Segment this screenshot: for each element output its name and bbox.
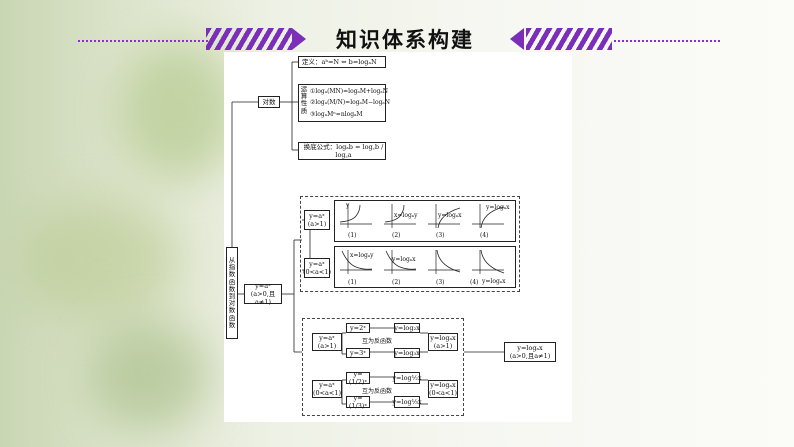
inverse-label-bottom: 互为反函数 xyxy=(362,388,393,395)
graph-lt1-4 xyxy=(472,249,505,274)
graph-bottom-label-1: (1) xyxy=(348,279,357,286)
graph-bottom-text-1: x=logₐy xyxy=(350,252,374,259)
exp-lt1-box: y=aˣ (0<a<1) xyxy=(302,258,332,278)
right-dotted-line xyxy=(614,40,720,42)
graph-top-label-4: (4) xyxy=(480,232,489,239)
exp-lt1-label: y=aˣ xyxy=(309,259,325,268)
logarithm-box: 对数 xyxy=(258,96,280,108)
exp-gt1-label: y=aˣ xyxy=(309,211,325,220)
graph-gt1-1 xyxy=(339,204,372,228)
section-header: 知识体系构建 xyxy=(0,20,794,60)
graph-gt1-4 xyxy=(472,204,505,229)
log-half-box: y=log½x xyxy=(392,372,422,384)
log3-box: y=log₃x xyxy=(394,348,420,358)
background-leaf-bottom xyxy=(90,320,210,430)
change-of-base-box: 换底公式：logₐb = log꜀b / log꜀a xyxy=(298,142,386,160)
property-3: ③logₐMⁿ=nlogₐM xyxy=(310,111,363,118)
inverse-gt1-exp: y=aˣ xyxy=(319,333,335,342)
exp-gt1-graphs-box xyxy=(334,200,516,242)
graphs-dashed-group xyxy=(300,196,520,292)
exp-3x-box: y=3ˣ xyxy=(346,348,370,358)
graph-gt1-3 xyxy=(428,204,461,229)
log-gt1-label: y=logₐx xyxy=(430,333,456,342)
graph-lt1-2 xyxy=(384,250,417,274)
graph-bottom-text-3: y=logₐx xyxy=(482,278,506,285)
inverse-lt1-cond: (0<a<1) xyxy=(312,389,342,397)
properties-label: 运算性质 xyxy=(300,85,308,115)
root-label: 从指数函数到对数函数 xyxy=(228,255,236,329)
graph-top-label-1: (1) xyxy=(348,232,357,239)
graph-top-text-4: y=logₐx xyxy=(486,204,510,211)
log-third-box: y=log⅓x xyxy=(392,396,422,408)
graph-top-text-1: y xyxy=(346,202,350,209)
graph-bottom-text-2: y=logₐx xyxy=(392,256,416,263)
graph-bottom-label-3: (3) xyxy=(436,279,445,286)
graph-bottom-label-4: (4) xyxy=(470,279,479,286)
exponential-function: y=aˣ xyxy=(255,281,271,290)
background-leaf-top xyxy=(120,40,240,180)
graph-top-label-3: (3) xyxy=(436,232,445,239)
exp-lt1-graphs-box xyxy=(334,246,516,288)
graph-top-text-2: x=logₐy xyxy=(394,212,418,219)
exp-half-box: y=(1/2)ˣ xyxy=(346,370,370,386)
knowledge-diagram: 从指数函数到对数函数 对数 定义：aᵇ=N ⇔ b=logₐN 运算性质 ①lo… xyxy=(224,52,572,422)
graph-gt1-2 xyxy=(384,204,416,228)
properties-box xyxy=(298,84,386,122)
inverse-gt1-cond: (a>1) xyxy=(317,342,337,350)
inverse-label-top: 互为反函数 xyxy=(362,338,393,345)
property-2: ②logₐ(M/N)=logₐM−logₐN xyxy=(310,99,390,106)
log-lt1-box: y=logₐx (0<a<1) xyxy=(428,380,458,398)
log-function: y=logₐx xyxy=(517,343,543,352)
section-title: 知识体系构建 xyxy=(336,28,474,52)
log-gt1-box: y=logₐx (a>1) xyxy=(428,333,458,351)
log-gt1-cond: (a>1) xyxy=(433,342,453,350)
left-arrow-decoration xyxy=(292,28,306,50)
graph-top-text-3: y=logₐx xyxy=(438,212,462,219)
inverse-lt1-exp: y=aˣ xyxy=(319,380,335,389)
graph-lt1-3 xyxy=(428,249,461,274)
property-1: ①logₐ(MN)=logₐM+logₐN xyxy=(310,88,388,95)
left-dotted-line xyxy=(78,40,208,42)
inverse-lt1-box: y=aˣ (0<a<1) xyxy=(312,380,342,398)
exponential-condition: (a>0,且a≠1) xyxy=(250,289,276,307)
background-leaf-mid xyxy=(20,200,180,320)
log-lt1-label: y=logₐx xyxy=(430,380,456,389)
definition-box: 定义：aᵇ=N ⇔ b=logₐN xyxy=(298,56,386,68)
log-lt1-cond: (0<a<1) xyxy=(428,389,458,397)
exponential-function-box: y=aˣ (a>0,且a≠1) xyxy=(244,281,282,307)
inverse-dashed-group xyxy=(302,318,464,416)
inverse-gt1-box: y=aˣ (a>1) xyxy=(312,333,342,351)
exp-third-box: y=(1/3)ˣ xyxy=(346,394,370,410)
log-condition: (a>0,且a≠1) xyxy=(509,352,551,360)
root-box: 从指数函数到对数函数 xyxy=(226,247,238,339)
exp-gt1-condition: (a>1) xyxy=(307,220,327,228)
graph-bottom-label-2: (2) xyxy=(392,279,401,286)
log2-box: y=log₂x xyxy=(394,323,420,333)
graph-lt1-1 xyxy=(340,250,373,274)
exp-gt1-box: y=aˣ (a>1) xyxy=(304,210,330,230)
log-function-box: y=logₐx (a>0,且a≠1) xyxy=(504,342,556,362)
exp-lt1-condition: (0<a<1) xyxy=(302,268,332,276)
graph-top-label-2: (2) xyxy=(392,232,401,239)
left-stripe-decoration xyxy=(206,28,292,50)
right-arrow-decoration xyxy=(510,28,524,50)
exp-2x-box: y=2ˣ xyxy=(346,323,370,333)
right-stripe-decoration xyxy=(526,28,612,50)
